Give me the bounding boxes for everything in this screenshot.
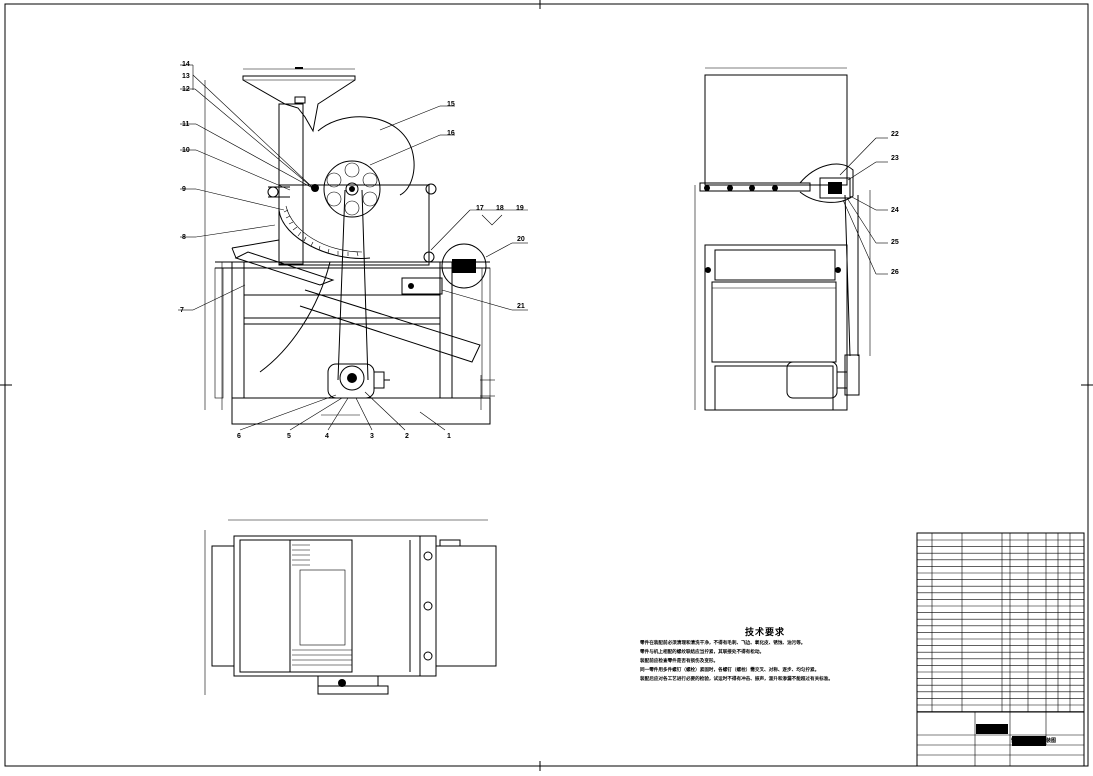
balloon-21: 21 — [517, 303, 525, 310]
side-view: 22 23 24 25 26 — [694, 67, 899, 411]
balloon-13: 13 — [182, 73, 190, 80]
balloon-5: 5 — [287, 433, 291, 440]
balloon-25: 25 — [891, 239, 899, 246]
balloon-4: 4 — [325, 433, 329, 440]
requirement-line-5: 装配后应对各工艺进行必要的检验，试运时不得有冲击、振声，温升和渗漏不能超过有关标… — [640, 676, 833, 681]
balloon-1: 1 — [447, 433, 451, 440]
discharge-chute — [234, 251, 335, 286]
requirement-line-1: 零件在装配前必须清理和清洗干净，不得有毛刺、飞边、氧化皮、锈蚀、油污等。 — [640, 640, 806, 645]
technical-requirements: 技术要求 零件在装配前必须清理和清洗干净，不得有毛刺、飞边、氧化皮、锈蚀、油污等… — [640, 625, 910, 683]
screen-arc — [278, 209, 371, 259]
rotor-disc — [323, 160, 381, 218]
casing-volute — [317, 116, 415, 196]
balloon-22: 22 — [891, 131, 899, 138]
balloon-10: 10 — [182, 147, 190, 154]
technical-requirements-title: 技术要求 — [744, 627, 785, 637]
balloon-15: 15 — [447, 101, 455, 108]
balloon-17: 17 — [476, 205, 484, 212]
balloon-16: 16 — [447, 130, 455, 137]
drawing-name: 饲料加工机械总装图 — [1011, 738, 1057, 744]
leader-lines — [178, 64, 528, 431]
requirement-line-2: 零件与机上相配的螺纹联结应当拧紧，其联接处不得有松动。 — [640, 649, 765, 654]
side-frame — [704, 244, 848, 411]
side-motor-pulley — [844, 354, 860, 396]
balloon-26: 26 — [891, 269, 899, 276]
balloon-8: 8 — [182, 234, 186, 241]
parts-list — [916, 532, 1085, 767]
title-block — [916, 711, 1085, 767]
balloon-7: 7 — [180, 307, 184, 314]
crusher-housing — [278, 184, 430, 266]
fan-pulley — [441, 243, 487, 289]
balloon-9: 9 — [182, 186, 186, 193]
top-motor — [317, 675, 379, 687]
balloon-12: 12 — [182, 86, 190, 93]
front-view: 14 13 12 11 10 9 8 7 15 16 17 18 19 20 2… — [178, 61, 528, 440]
hopper — [242, 75, 356, 133]
balloon-6: 6 — [237, 433, 241, 440]
balloon-24: 24 — [891, 207, 899, 214]
balloon-19: 19 — [516, 205, 524, 212]
frame-leg-left — [231, 261, 245, 399]
balloon-11: 11 — [182, 121, 190, 128]
feed-chute — [278, 103, 304, 265]
side-leader-lines — [839, 137, 888, 275]
lower-chute — [299, 289, 481, 363]
side-pulley-guard — [799, 163, 854, 203]
side-motor — [786, 361, 838, 399]
base-plate — [231, 397, 491, 425]
balloon-14: 14 — [182, 61, 190, 68]
requirement-line-4: 同一零件用多件螺钉（螺栓）紧固时，各螺钉（螺栓）需交叉、对称、逐步、均匀拧紧。 — [640, 667, 820, 672]
screen-hatching — [283, 209, 359, 257]
side-hopper — [704, 74, 848, 186]
top-rotor-housing — [289, 539, 353, 673]
balloon-18: 18 — [496, 205, 504, 212]
balloon-20: 20 — [517, 236, 525, 243]
drive-belt — [337, 189, 369, 381]
top-view — [204, 519, 497, 695]
balloon-23: 23 — [891, 155, 899, 162]
bolt — [267, 186, 279, 198]
balloon-2: 2 — [405, 433, 409, 440]
motor-pulley — [339, 365, 365, 391]
outer-border — [4, 3, 1089, 767]
requirement-line-3: 装配前应检查零件是否有损伤及变形。 — [640, 658, 719, 663]
top-fan-housing — [435, 545, 497, 667]
balloon-3: 3 — [370, 433, 374, 440]
